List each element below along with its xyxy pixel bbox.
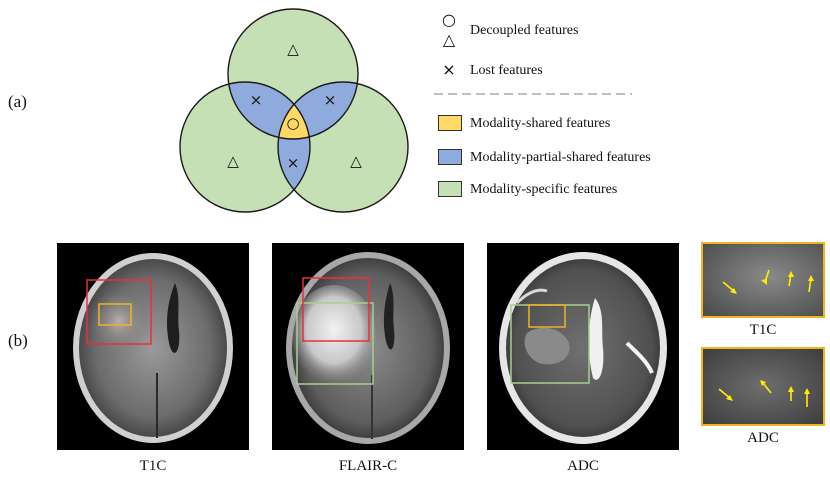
panel-b-label: (b) bbox=[8, 331, 28, 350]
venn-specific-symbol-right: △ bbox=[350, 152, 362, 170]
legend-shared-swatch bbox=[438, 115, 462, 131]
legend-decoupled-symbol: ○ bbox=[442, 10, 456, 29]
venn-decoupled-symbol: ○ bbox=[286, 114, 299, 132]
scan-adc-caption: ADC bbox=[567, 458, 599, 474]
venn-lost-symbol-right: × bbox=[324, 91, 337, 109]
venn-outlines bbox=[179, 8, 409, 213]
zoom-t1c-image bbox=[701, 242, 825, 318]
panel-a-label: (a) bbox=[8, 92, 27, 111]
legend-partial-swatch bbox=[438, 149, 462, 165]
scan-t1c-image bbox=[57, 243, 249, 450]
venn-specific-symbol-left: △ bbox=[227, 152, 239, 170]
legend-lost-symbol: × bbox=[442, 60, 456, 79]
venn-specific-symbol-top: △ bbox=[287, 40, 299, 58]
zoom-adc-image bbox=[701, 347, 825, 426]
venn-lost-symbol-left: × bbox=[250, 91, 263, 109]
legend-specific-symbol: △ bbox=[442, 30, 456, 49]
scan-flair-c-image bbox=[272, 243, 464, 450]
venn-lost-symbol-bottom: × bbox=[287, 154, 300, 172]
zoom-t1c-caption: T1C bbox=[749, 322, 777, 338]
zoom-adc-caption: ADC bbox=[747, 430, 779, 446]
legend-divider bbox=[434, 93, 632, 95]
scan-adc-image bbox=[487, 243, 679, 450]
legend-decoupled-text: Decoupled features bbox=[470, 23, 579, 38]
legend-partial-text: Modality-partial-shared features bbox=[470, 150, 651, 165]
legend-shared-text: Modality-shared features bbox=[470, 116, 611, 131]
legend-specific-swatch bbox=[438, 181, 462, 197]
venn-diagram: △ △ △ × × × ○ bbox=[179, 8, 409, 213]
scan-t1c-caption: T1C bbox=[139, 458, 167, 474]
legend-lost-text: Lost features bbox=[470, 63, 543, 78]
venn-partial-regions bbox=[228, 82, 358, 212]
legend-specific-text: Modality-specific features bbox=[470, 182, 618, 197]
scan-flair-c-caption: FLAIR-C bbox=[338, 458, 398, 474]
